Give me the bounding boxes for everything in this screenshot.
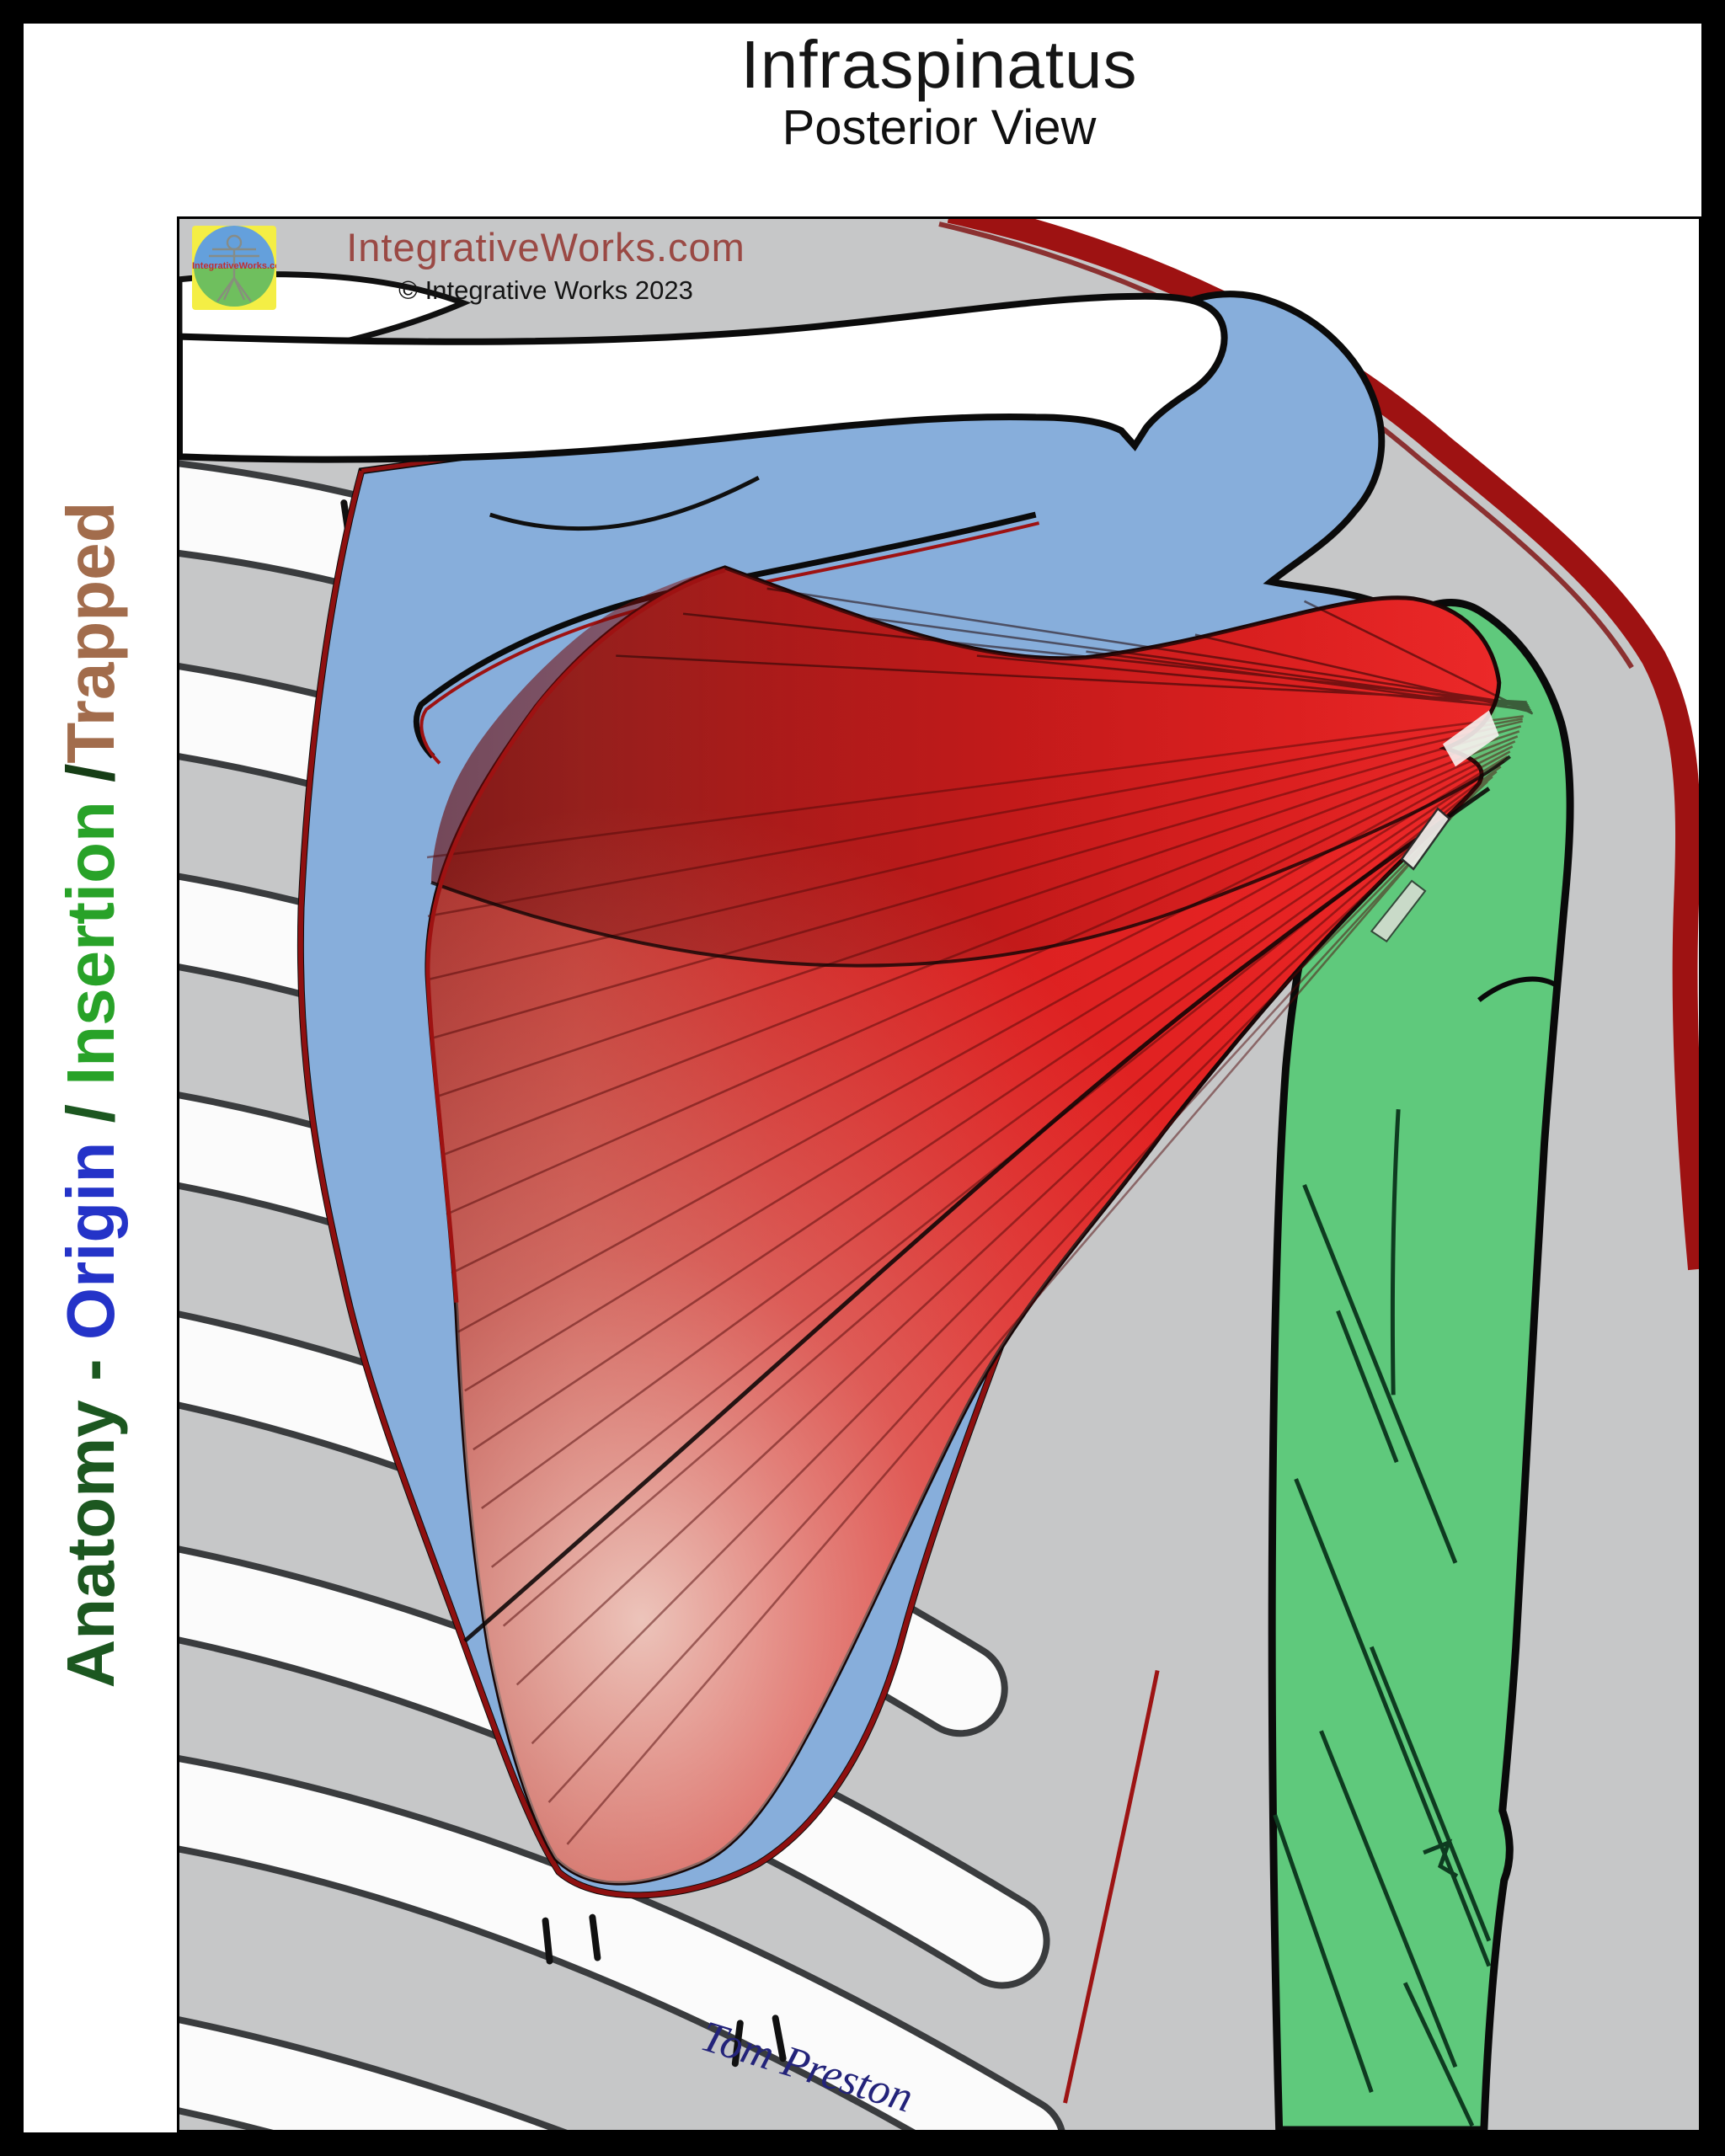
muscle-fiber-lines <box>426 715 1524 1845</box>
side-label-part-origin: Origin <box>53 1141 128 1341</box>
watermark-site: IntegrativeWorks.com <box>346 225 745 270</box>
page-title: Infraspinatus <box>740 27 1138 102</box>
side-label-part-dash: - <box>53 1340 128 1401</box>
watermark-copyright: © Integrative Works 2023 <box>398 275 693 305</box>
integrative-works-logo-icon: IntegrativeWorks.com <box>192 226 276 310</box>
tendon-highlight <box>1370 710 1499 943</box>
side-label-part-anatomy: Anatomy <box>53 1400 128 1689</box>
clavicle-crease-line <box>489 475 760 531</box>
infraspinatus-muscle <box>425 565 1534 1886</box>
clavicle-bone <box>179 292 1228 531</box>
humerus-fiber-lines <box>1273 1109 1492 2127</box>
side-label-part-slash2: / <box>53 763 128 802</box>
vitruvian-figure-icon <box>209 234 259 302</box>
header: Infraspinatus Posterior View <box>177 27 1701 156</box>
logo-text: IntegrativeWorks.com <box>192 261 276 271</box>
vessel-line <box>1063 1669 1160 2104</box>
side-label-part-insertion: Insertion <box>53 801 128 1086</box>
anatomy-illustration: Tom Preston <box>179 219 1699 2130</box>
page-subtitle: Posterior View <box>782 100 1097 156</box>
illustration-frame: Tom Preston <box>177 216 1701 2132</box>
humerus-bone <box>1268 599 1574 2130</box>
side-label-part-slash1: / <box>53 1085 128 1142</box>
watermark: IntegrativeWorks.com © Integrative Works… <box>302 224 790 306</box>
humerus-neck-line <box>1477 976 1558 1002</box>
side-label: Anatomy - Origin / Insertion /Trapped <box>52 501 130 1688</box>
side-label-part-trapped: Trapped <box>53 501 128 764</box>
